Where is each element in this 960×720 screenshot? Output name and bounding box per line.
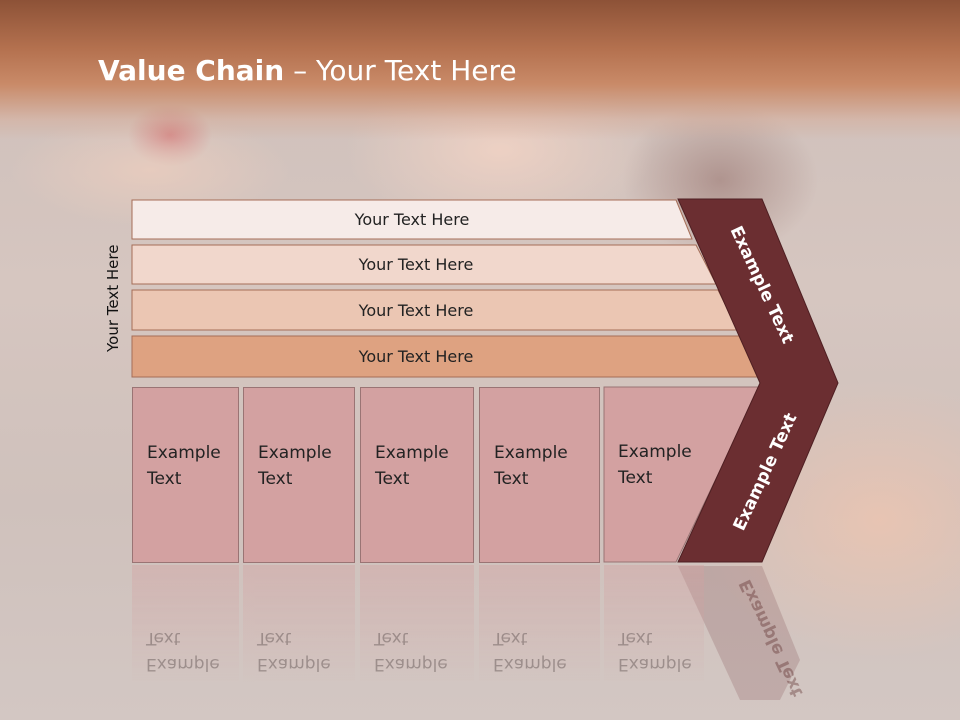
box-1-reflection: Example Text	[132, 565, 239, 685]
box-2-reflection-text: Example Text	[257, 625, 331, 677]
box-1-line2: Text	[147, 469, 182, 489]
title-bold: Value Chain	[98, 54, 285, 87]
box-5-line2: Text	[618, 468, 653, 488]
row-1: Your Text Here	[132, 200, 692, 239]
row-4-label: Your Text Here	[358, 347, 474, 366]
box-2-reflection-line2: Text	[257, 628, 292, 648]
box-3-line2: Text	[375, 469, 410, 489]
box-3-reflection-line2: Text	[374, 628, 409, 648]
box-3-reflection-text: Example Text	[374, 625, 448, 677]
box-3-reflection: Example Text	[360, 565, 474, 685]
row-1-shape	[131, 199, 693, 240]
box-4-reflection-text: Example Text	[493, 625, 567, 677]
box-1-reflection-text: Example Text	[146, 625, 220, 677]
box-4-line1: Example	[494, 443, 568, 463]
box-5-reflection-line1: Example	[618, 654, 692, 674]
chevron-shape	[677, 198, 839, 563]
box-5-reflection: Example Text	[604, 565, 704, 685]
box-2-line1: Example	[258, 443, 332, 463]
box-2-reflection-line1: Example	[257, 654, 331, 674]
box-5-reflection-line2: Text	[618, 628, 653, 648]
header-band	[0, 0, 960, 140]
row-3-label: Your Text Here	[358, 300, 474, 320]
box-4-reflection: Example Text	[479, 565, 600, 685]
box-2-reflection: Example Text	[243, 565, 355, 685]
row-2-label: Your Text Here	[358, 255, 474, 274]
box-4-line2: Text	[494, 469, 529, 489]
row-1-label: Your Text Here	[354, 210, 470, 229]
chevron-reflection	[678, 566, 800, 700]
box-4-reflection-line2: Text	[493, 628, 528, 648]
row-4: Your Text Here	[132, 336, 700, 377]
box-1-reflection-line1: Example	[146, 654, 220, 674]
row-2: Your Text Here	[132, 245, 700, 284]
box-1-reflection-line2: Text	[146, 628, 181, 648]
title-rest: – Your Text Here	[284, 54, 517, 87]
row-3: Your Text Here	[132, 290, 700, 330]
box-3-line1: Example	[375, 443, 449, 463]
box-4-reflection-line1: Example	[493, 654, 567, 674]
box-1-line1: Example	[147, 443, 221, 463]
box-2-line2: Text	[258, 469, 293, 489]
box-5-reflection-text: Example Text	[618, 625, 692, 677]
slide-title: Value Chain – Your Text Here	[98, 54, 517, 87]
box-5-shape	[603, 386, 761, 563]
box-5-line1: Example	[618, 442, 692, 462]
box-3-reflection-line1: Example	[374, 654, 448, 674]
